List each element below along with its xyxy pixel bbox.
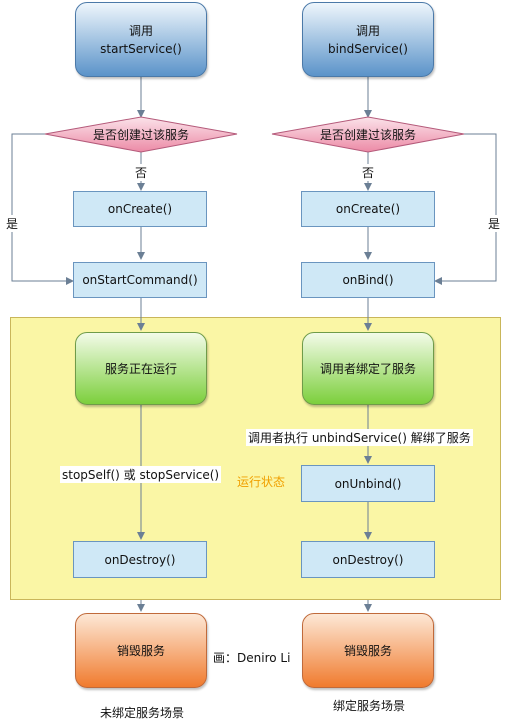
call-start-service-node: 调用 startService() [75,2,207,77]
left-no-label: 否 [133,164,150,181]
right-ondestroy-node: onDestroy() [301,541,435,578]
left-ondestroy-node: onDestroy() [73,541,207,578]
unbind-transition-label: 调用者执行 unbindService() 解绑了服务 [246,429,473,446]
right-yes-label: 是 [486,215,503,232]
running-state-label: 运行状态 [237,475,286,489]
onbind-node: onBind() [301,262,435,298]
unbound-scenario-caption: 未绑定服务场景 [100,706,185,720]
left-oncreate-node: onCreate() [73,191,207,227]
author-credit: 画：Deniro Li [213,651,291,665]
left-yes-label: 是 [4,215,21,232]
bound-scenario-caption: 绑定服务场景 [333,699,406,713]
onstartcommand-node: onStartCommand() [73,262,207,298]
call-bind-service-sub: bindService() [328,41,408,56]
call-start-service-sub: startService() [100,41,182,56]
caller-bound-node: 调用者绑定了服务 [302,332,434,405]
stop-service-transition-label: stopSelf() 或 stopService() [60,466,222,483]
right-oncreate-node: onCreate() [301,191,435,227]
right-no-label: 否 [360,164,377,181]
left-decision-label: 是否创建过该服务 [92,128,189,142]
left-decision-diamond [44,116,238,153]
call-bind-service-node: 调用 bindService() [302,2,434,77]
right-destroy-service-node: 销毁服务 [302,613,434,688]
left-destroy-service-node: 销毁服务 [75,613,207,688]
call-start-service-title: 调用 [128,23,153,38]
right-decision-label: 是否创建过该服务 [319,128,416,142]
service-running-node: 服务正在运行 [75,332,207,405]
right-decision-diamond [271,116,465,153]
call-bind-service-title: 调用 [355,23,380,38]
onunbind-node: onUnbind() [301,465,435,502]
